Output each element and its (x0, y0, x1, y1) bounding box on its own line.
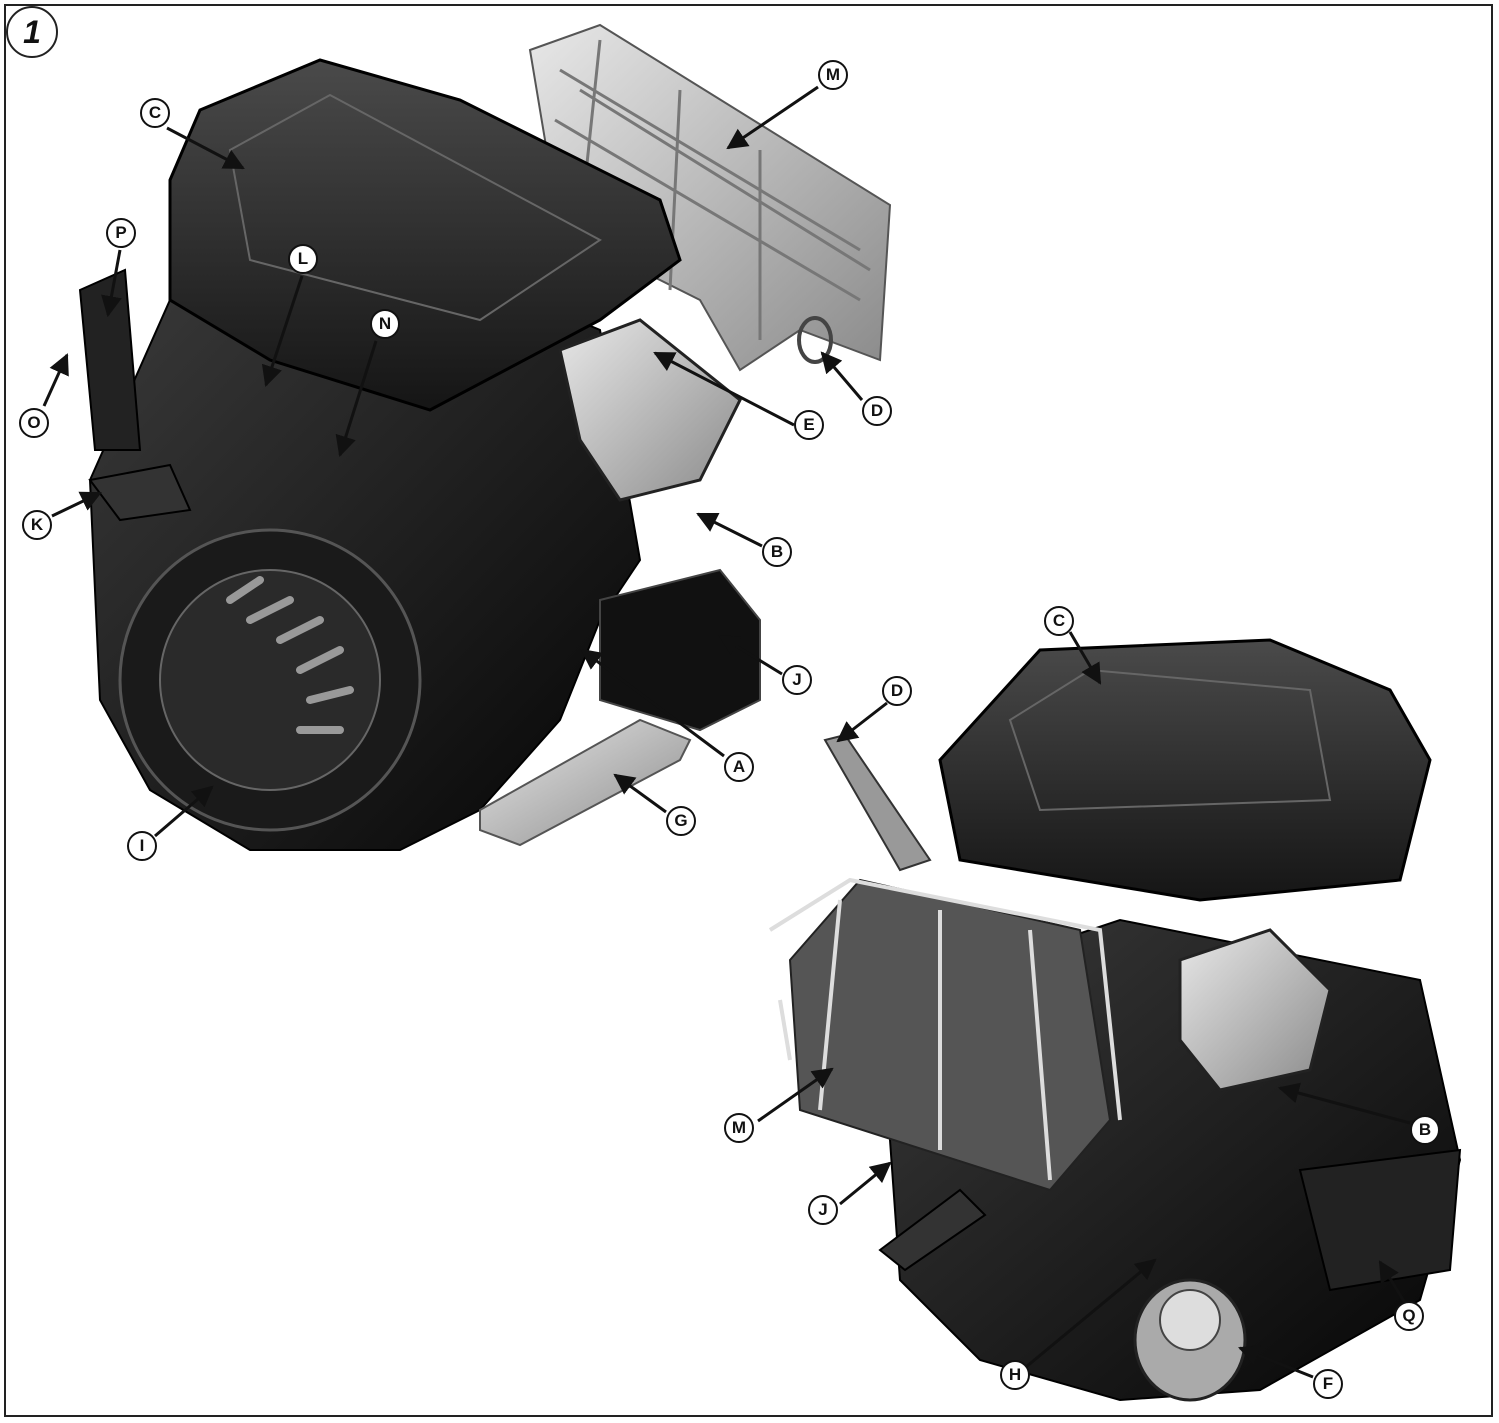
engine-rear-view (768, 638, 1462, 1402)
valve-cover (1178, 928, 1332, 1092)
callout-b-2: B (1410, 1115, 1440, 1145)
starter-motor (599, 568, 761, 732)
callout-l: L (288, 244, 318, 274)
callout-d-2: D (882, 676, 912, 706)
callout-p: P (106, 218, 136, 248)
callout-c: C (140, 98, 170, 128)
valve-cover (558, 318, 742, 502)
callout-j: J (782, 665, 812, 695)
leader-lines (42, 85, 1411, 1379)
callout-g: G (666, 806, 696, 836)
air-cleaner-cover (168, 58, 682, 412)
mounting-base (479, 718, 692, 847)
callout-k: K (22, 510, 52, 540)
callout-j-2: J (808, 1195, 838, 1225)
side-cover (1298, 1148, 1462, 1292)
callout-i: I (127, 831, 157, 861)
callout-d: D (862, 396, 892, 426)
callout-f: F (1313, 1369, 1343, 1399)
callout-b: B (762, 537, 792, 567)
callout-q: Q (1394, 1301, 1424, 1331)
callout-m: M (818, 60, 848, 90)
figure-number-badge: 1 (6, 6, 58, 58)
control-bracket (78, 268, 142, 451)
callout-o: O (19, 408, 49, 438)
callout-c-2: C (1044, 606, 1074, 636)
breather-tube (823, 733, 932, 872)
callout-m-2: M (724, 1113, 754, 1143)
callout-h: H (1000, 1360, 1030, 1390)
starter-handle (88, 463, 192, 522)
callout-n: N (370, 309, 400, 339)
air-cleaner-cover (938, 638, 1432, 902)
figure-frame (4, 4, 1493, 1417)
engine-front-view (78, 23, 892, 851)
muffler-outlet (797, 316, 833, 364)
callout-e: E (794, 410, 824, 440)
callout-a: A (724, 752, 754, 782)
